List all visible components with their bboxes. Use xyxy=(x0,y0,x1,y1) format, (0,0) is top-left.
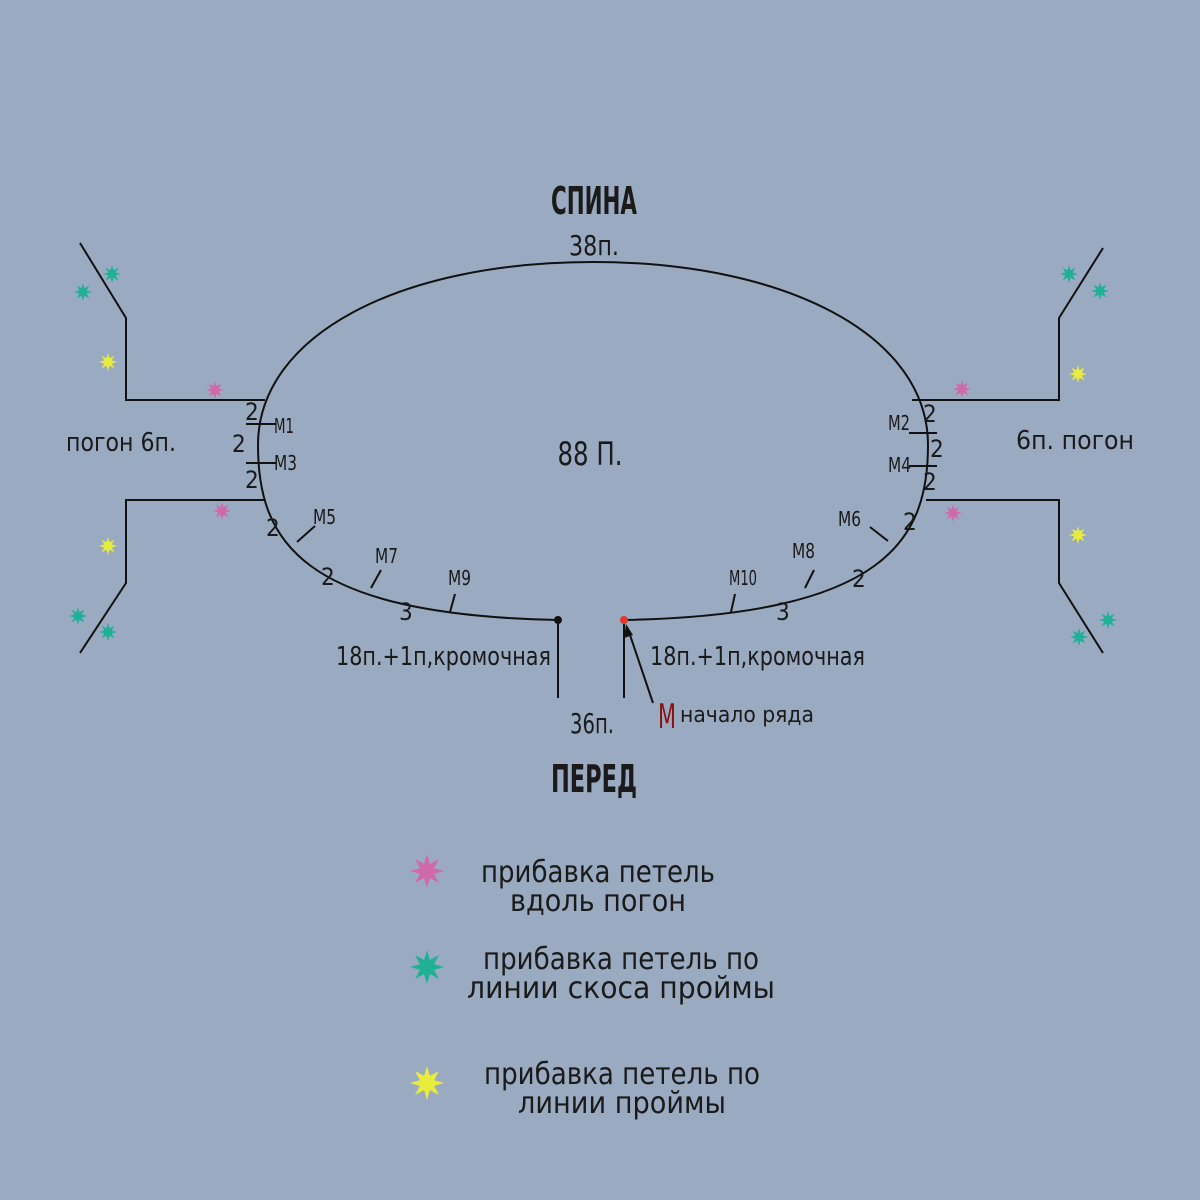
yellow-star-icon xyxy=(1069,365,1087,383)
right-strap-label: 6п. погон xyxy=(1016,426,1134,456)
increase-stars xyxy=(69,265,1117,646)
teal-star-icon xyxy=(1099,611,1117,629)
arrow-head xyxy=(624,624,633,638)
back-title: СПИНА xyxy=(551,179,637,223)
teal-star-icon xyxy=(103,265,121,283)
row-start-dot xyxy=(620,616,628,624)
front-left-end-dot xyxy=(554,616,562,624)
pink-star-icon xyxy=(206,381,224,399)
marker-ticks xyxy=(246,423,937,613)
marker-m9: М9 xyxy=(448,566,471,590)
m10-tick xyxy=(730,593,736,613)
left-strap-label: погон 6п. xyxy=(66,428,176,458)
segment-right-3: 3 xyxy=(776,598,790,626)
teal-star-icon xyxy=(1060,265,1078,283)
left-armhole-upper xyxy=(79,242,265,401)
total-stitch-count: 88 П. xyxy=(558,435,623,473)
m7-tick xyxy=(370,569,382,589)
teal-star-icon xyxy=(410,950,444,984)
legend-star-shape xyxy=(410,854,444,888)
segment-right-strap-bottom: 2 xyxy=(923,468,937,496)
marker-m4: М4 xyxy=(888,453,911,477)
right-edge-label: 18п.+1п,кромочная xyxy=(650,642,865,672)
m9-tick xyxy=(449,593,456,613)
neckline-curve xyxy=(256,260,930,621)
marker-m7: М7 xyxy=(375,544,398,568)
yellow-star-icon xyxy=(99,353,117,371)
pink-star-icon xyxy=(953,380,971,398)
segment-left-strap-bottom: 2 xyxy=(245,466,259,494)
marker-labels: М1 М2 М3 М4 М5 М6 М7 М8 М9 М10 xyxy=(274,411,911,590)
row-start-marker: М xyxy=(658,697,676,737)
legend-star-shape xyxy=(410,950,444,984)
segment-left-strap-top: 2 xyxy=(245,398,259,426)
legend-item-armhole-increase: прибавка петель по линии проймы xyxy=(410,1057,760,1121)
pink-star-icon xyxy=(213,502,231,520)
segment-right-2: 2 xyxy=(852,565,866,593)
right-armhole-lower xyxy=(926,499,1104,654)
m6-tick xyxy=(869,526,889,542)
m8-tick xyxy=(804,569,815,589)
front-title: ПЕРЕД xyxy=(551,757,637,801)
legend-line2: линии скоса проймы xyxy=(467,971,775,1006)
marker-m3: М3 xyxy=(274,451,297,475)
left-armhole-lower xyxy=(79,499,265,654)
legend: прибавка петель вдоль погон прибавка пет… xyxy=(410,854,775,1121)
legend-line1: прибавка петель xyxy=(481,855,715,890)
row-start-arrow xyxy=(628,631,654,704)
back-stitch-count: 38п. xyxy=(569,229,619,262)
right-armhole-upper xyxy=(912,247,1104,401)
marker-m6: М6 xyxy=(838,507,861,531)
yellow-star-icon xyxy=(410,1066,444,1100)
marker-m2: М2 xyxy=(888,411,910,435)
legend-line2: вдоль погон xyxy=(510,884,686,919)
teal-star-icon xyxy=(1070,628,1088,646)
yellow-star-icon xyxy=(1069,526,1087,544)
marker-m8: М8 xyxy=(792,539,815,563)
marker-m5: М5 xyxy=(313,505,336,529)
row-start-label: начало ряда xyxy=(680,703,814,728)
teal-star-icon xyxy=(74,283,92,301)
segment-counts: 2 2 2 2 2 2 2 2 3 2 2 3 xyxy=(232,398,944,626)
pink-star-icon xyxy=(944,504,962,522)
left-edge-label: 18п.+1п,кромочная xyxy=(336,642,551,672)
marker-m10: М10 xyxy=(729,566,757,590)
teal-star-icon xyxy=(1091,282,1109,300)
legend-line1: прибавка петель по xyxy=(484,1057,760,1092)
teal-star-icon xyxy=(99,623,117,641)
legend-item-bevel-increase: прибавка петель по линии скоса проймы xyxy=(410,942,775,1006)
legend-line2: линии проймы xyxy=(518,1086,726,1121)
legend-line1: прибавка петель по xyxy=(483,942,759,977)
legend-item-strap-increase: прибавка петель вдоль погон xyxy=(410,854,715,919)
marker-m1: М1 xyxy=(274,414,294,438)
segment-right-1: 2 xyxy=(903,508,917,536)
segment-left-1: 2 xyxy=(266,514,280,542)
segment-right-strap-mid: 2 xyxy=(930,435,944,463)
m5-tick xyxy=(296,525,316,543)
segment-left-2: 2 xyxy=(321,563,335,591)
segment-left-3: 3 xyxy=(399,598,413,626)
front-stitch-count: 36п. xyxy=(570,707,614,740)
pink-star-icon xyxy=(410,854,444,888)
teal-star-icon xyxy=(69,607,87,625)
yellow-star-icon xyxy=(99,537,117,555)
segment-left-strap-mid: 2 xyxy=(232,430,246,458)
segment-right-strap-top: 2 xyxy=(923,400,937,428)
legend-star-shape xyxy=(410,1066,444,1100)
